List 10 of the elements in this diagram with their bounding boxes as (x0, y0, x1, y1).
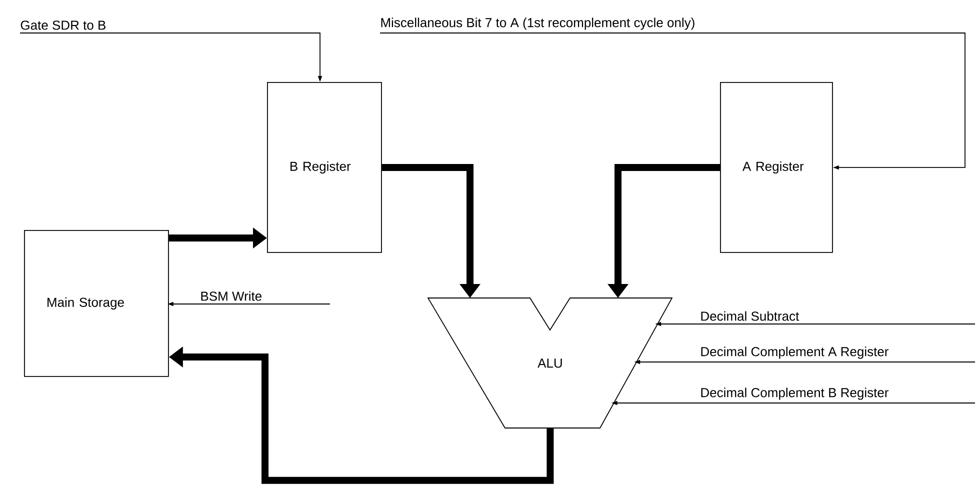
storage-box: Main Storage (24, 230, 169, 377)
register-box: A Register (720, 82, 833, 253)
register-box: B Register (267, 82, 382, 253)
signal-label: Decimal Complement B Register (701, 388, 888, 400)
signal-label: Gate SDR to B (20, 20, 106, 30)
arrow (380, 32, 966, 170)
signal-label: Miscellaneous Bit 7 to A (1st recomplement cycle only) (381, 18, 694, 30)
signal-label: Decimal Subtract (701, 311, 800, 321)
signal-label: BSM Write (201, 291, 262, 301)
signal-label: Decimal Complement A Register (701, 346, 888, 359)
